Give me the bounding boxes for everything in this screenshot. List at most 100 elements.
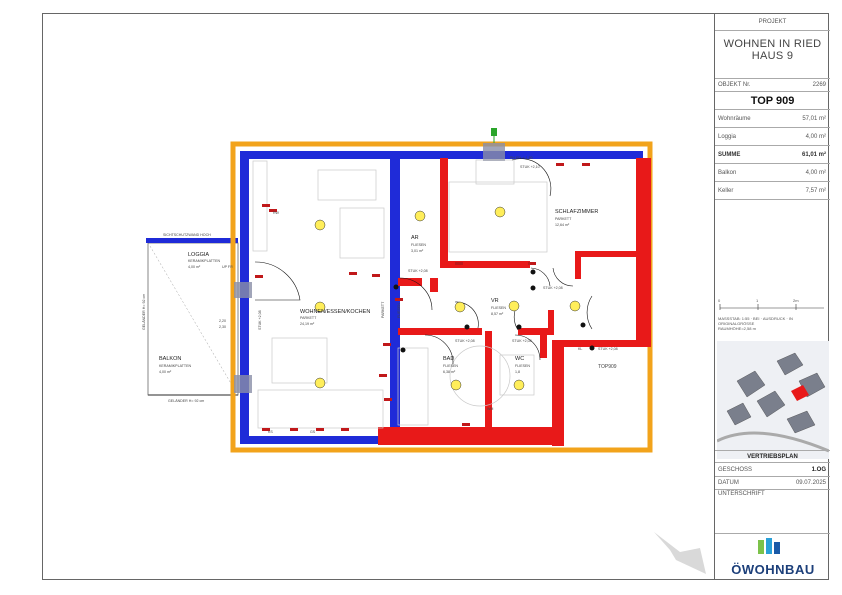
room-name-wc: WC [515,356,524,362]
project-label: PROJEKT [758,19,787,25]
geschoss-value: 1.OG [811,467,826,473]
room-name-schlafen: SCHLAFZIMMER [555,209,598,215]
room-name-ar: AR [411,235,419,241]
room-floor-loggia: KERAMIKPLATTEN [188,259,220,263]
room-floor-bad: FLIESEN [443,364,458,368]
room-name-balkon: BALKON [159,356,181,362]
area-row-3: Balkon 4,00 m² [715,164,830,182]
entry-marker [491,128,497,143]
site-map [717,341,829,459]
room-area-balkon: 4,00 m² [159,370,172,374]
geschoss-label: GESCHOSS [718,467,753,473]
area-label: Balkon [718,170,737,176]
room-area-vr: 8,57 m² [491,312,504,316]
floor-plan: WOHNEN/ESSEN/KOCHEN PARKETT 24,19 m² SCH… [142,128,706,574]
signature-divider [715,533,830,534]
datum-label: DATUM [718,480,739,486]
area-value: 57,01 m² [802,116,826,122]
datum-value: 09.07.2025 [795,480,826,486]
annot-stuk-1: STUK +2,08 [408,269,428,273]
geschoss-row: GESCHOSS 1.OG [715,463,830,477]
plan-type: VERTRIEBSPLAN [747,454,798,460]
plan-sheet [42,13,829,580]
privacy-wall [146,238,238,243]
room-floor-balkon: KERAMIKPLATTEN [159,364,191,368]
annot-gelaender-2: GELÄNDER H= 92 cm [168,399,204,403]
annot-dim-230: 2,30 [219,325,226,329]
area-value: 4,00 m² [805,134,826,140]
area-label: SUMME [718,152,741,158]
room-name-vr: VR [491,298,499,304]
annot-gs: GS [310,430,316,434]
annot-up: UP FR [222,265,233,269]
room-name-wohnen: WOHNEN/ESSEN/KOCHEN [300,309,370,315]
area-value: 61,01 m² [801,152,826,158]
annot-sichtschutz: SICHTSCHUTZWAND HOCH [163,233,211,237]
annot-kl: KL [578,347,582,351]
annot-parapet-stuk: STUK +2,10 [520,165,540,169]
annot-stuk-3: STUK +2,08 [455,339,475,343]
project-label-row: PROJEKT [715,13,830,31]
scale-tick-0: 0 [718,298,721,303]
objekt-row: OBJEKT Nr. 2269 [715,79,830,92]
light-fixtures [314,206,581,391]
east-wall [636,158,651,341]
site-map-graphic [717,352,829,453]
area-label: Loggia [718,134,737,140]
window-west-1 [234,282,252,298]
area-label: Keller [718,188,734,194]
datum-row: DATUM 09.07.2025 [715,477,830,490]
south-wall [240,436,388,444]
title-block: PROJEKT WOHNEN IN RIED HAUS 9 OBJEKT Nr.… [714,13,830,580]
scale-note-1: MASSSTAB: 1:55 · BEI · AUSDRUCK · IN [718,316,793,321]
scale-note-2: ORIGINALGRÖSSE [718,321,755,326]
objekt-value: 2269 [812,82,826,88]
annot-fliesen-side: FLIESEN [397,303,401,318]
area-row-1: Loggia 4,00 m² [715,128,830,146]
annot-stuk-loggia: STUK +2,08 [258,310,262,330]
north-wall [240,151,643,159]
area-row-sum: SUMME 61,01 m² [715,146,830,164]
company-logo-text: ÖWOHNBAU [731,562,815,577]
area-value: 7,57 m² [805,188,826,194]
scale-note-3: RAUMHÖHE=2,58 m [718,326,756,331]
area-label: Wohnräume [718,116,751,122]
annot-ks: KS [268,430,273,434]
project-name-row: WOHNEN IN RIED HAUS 9 [715,31,830,79]
annot-stuk-2: STUK +2,08 [543,286,563,290]
annot-parapet: PH FIX + 1,50 [510,156,533,160]
door-swings [254,158,593,365]
annot-wm: WM [487,407,493,411]
scale-tick-2: 2m [793,298,799,303]
window-north [483,143,505,161]
unterschrift-label: UNTERSCHRIFT [718,491,765,497]
area-row-0: Wohnräume 57,01 m² [715,110,830,128]
window-west-2 [234,375,252,393]
project-name-2: HAUS 9 [751,50,794,62]
top-row: TOP 909 [715,92,830,110]
room-area-loggia: 4,00 m² [188,265,201,269]
annot-gelaender-1: GELÄNDER H= 92 cm [142,294,146,330]
watermark-mark [654,532,706,574]
company-logo-icon [758,538,780,554]
room-floor-ar: FLIESEN [411,243,426,247]
annot-stuk-5: STUK +2,08 [598,347,618,351]
room-area-bad: 6,38 m² [443,370,456,374]
room-area-ar: 3,01 m² [411,249,424,253]
room-area-wohnen: 24,19 m² [300,322,315,326]
room-floor-schlafen: PARKETT [555,217,572,221]
scale-tick-1: 1 [756,298,759,303]
room-area-schlafen: 12,64 m² [555,223,570,227]
annot-dim-220: 2,20 [219,319,226,323]
partition-wall [390,151,400,439]
annot-parkett-side: PARKETT [381,301,385,318]
area-row-4: Keller 7,57 m² [715,182,830,200]
area-value: 4,00 m² [805,170,826,176]
room-area-wc: 1,8 [515,370,520,374]
objekt-label: OBJEKT Nr. [718,82,751,88]
room-name-bad: BAD [443,356,454,362]
scale-bar: 0 1 2m MASSSTAB: 1:55 · BEI · AUSDRUCK ·… [718,298,826,338]
plan-type-row: VERTRIEBSPLAN [715,450,830,463]
annot-rw: RW [273,211,280,215]
electrical-symbols [255,163,595,431]
